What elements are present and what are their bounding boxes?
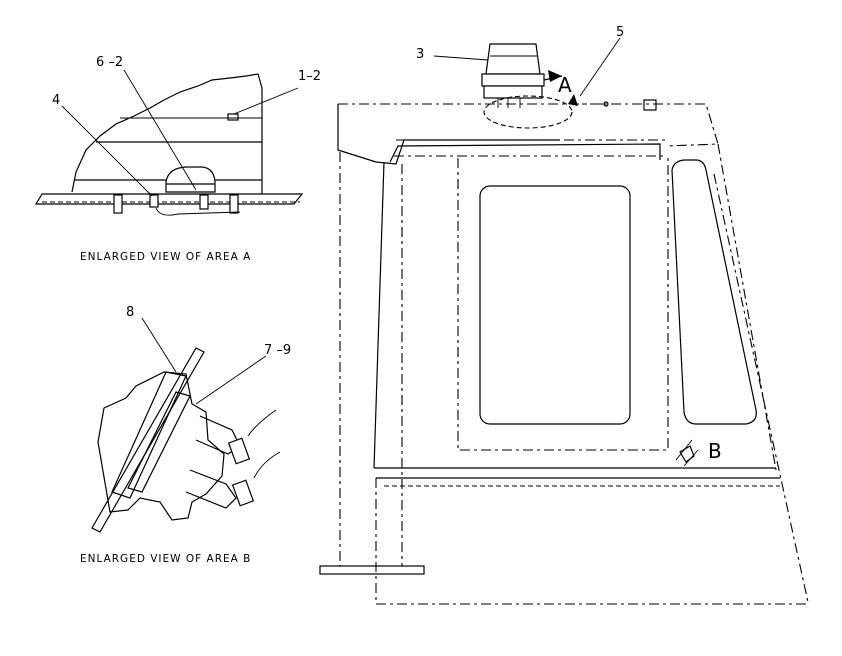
label-part-1-2: 1–2 (298, 69, 321, 84)
caption-view-b: ENLARGED VIEW OF AREA B (80, 553, 251, 565)
label-part-5: 5 (616, 25, 624, 40)
label-part-7-9: 7 –9 (264, 343, 291, 358)
label-part-6-2: 6 –2 (96, 55, 123, 70)
label-area-b: B (708, 439, 722, 463)
enlarged-view-a (34, 69, 304, 216)
caption-view-a: ENLARGED VIEW OF AREA A (80, 251, 251, 263)
label-part-4: 4 (52, 93, 60, 108)
label-part-8: 8 (126, 305, 134, 320)
enlarged-view-b (91, 317, 281, 533)
cab-main-view (319, 37, 809, 605)
label-area-a: A (558, 73, 572, 97)
label-part-3: 3 (416, 47, 424, 62)
